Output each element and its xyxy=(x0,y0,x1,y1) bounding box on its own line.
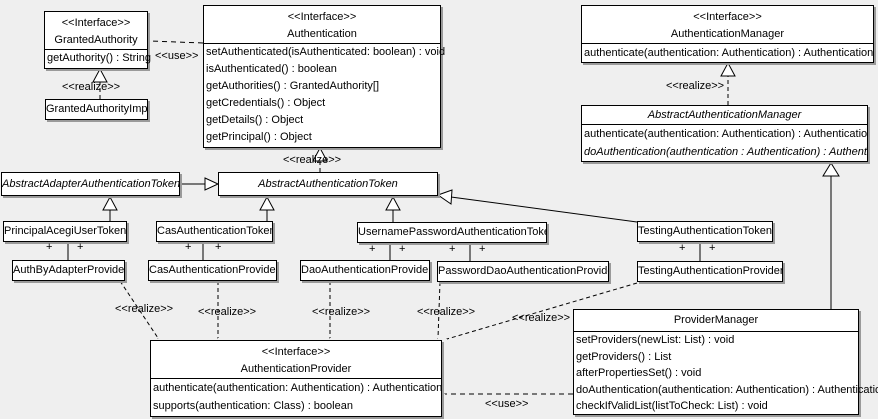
realize-testingprovider-to-authenticationprovider xyxy=(447,282,638,339)
class-name: CasAuthenticationProvider xyxy=(149,264,277,276)
method-row: setAuthenticated(isAuthenticated: boolea… xyxy=(206,46,446,58)
class-name: UsernamePasswordAuthenticationToken xyxy=(358,226,547,238)
use-authentication-to-grantedauthority xyxy=(150,41,204,44)
class-abstract-authentication-token[interactable]: AbstractAuthenticationToken xyxy=(218,172,438,196)
realize-stereotype-label: <<realize>> xyxy=(62,81,121,93)
class-name: TestingAuthenticationProvider xyxy=(638,265,783,277)
realize-authbyadapterprovider-to-authenticationprovider xyxy=(119,280,158,338)
class-name: AuthenticationProvider xyxy=(240,363,352,375)
class-provider-manager[interactable]: ProviderManager setProviders(newList: Li… xyxy=(573,309,878,415)
association-plus-label: + xyxy=(215,241,222,253)
method-row: getAuthorities() : GrantedAuthority[] xyxy=(206,80,380,92)
association-plus-label: + xyxy=(185,241,192,253)
class-name: CasAuthenticationToken xyxy=(157,225,273,237)
class-name: ProviderManager xyxy=(673,314,759,326)
class-auth-by-adapter-provider[interactable]: AuthByAdapterProvider xyxy=(12,260,125,281)
class-name: AuthenticationManager xyxy=(670,28,785,40)
realize-stereotype-label: <<realize>> xyxy=(417,306,476,318)
method-row: isAuthenticated() : boolean xyxy=(206,63,337,75)
class-name: GrantedAuthority xyxy=(54,34,138,46)
generalization-usernamepasswordtoken-to-abstracttoken xyxy=(385,195,401,222)
class-header: AbstractAuthenticationManager xyxy=(582,106,867,125)
class-cas-authentication-token[interactable]: CasAuthenticationToken xyxy=(156,221,273,242)
association-plus-label: + xyxy=(449,243,456,255)
method-row: authenticate(authentication: Authenticat… xyxy=(584,128,868,140)
generalization-abstractadapter-to-abstracttoken xyxy=(180,177,220,191)
class-authentication-manager[interactable]: <<Interface>> AuthenticationManager auth… xyxy=(581,5,874,63)
class-name: Authentication xyxy=(287,28,357,40)
stereotype-label: <<Interface>> xyxy=(287,11,357,23)
method-row: afterPropertiesSet() : void xyxy=(576,367,702,379)
class-dao-authentication-provider[interactable]: DaoAuthenticationProvider xyxy=(300,260,430,281)
class-password-dao-authentication-provider[interactable]: PasswordDaoAuthenticationProvider xyxy=(437,261,609,282)
class-header: <<Interface>> GrantedAuthority xyxy=(45,12,147,50)
association-plus-label: + xyxy=(479,243,486,255)
method-row: checkIfValidList(listToCheck: List) : vo… xyxy=(576,400,768,412)
realization-grantedauthorityimpl-to-grantedauthority xyxy=(92,67,108,99)
class-authentication[interactable]: <<Interface>> Authentication setAuthenti… xyxy=(203,5,446,148)
generalization-castoken-to-abstracttoken xyxy=(259,195,275,221)
method-row: setProviders(newList: List) : void xyxy=(576,334,735,346)
realization-abstractauthenticationmanager-to-authenticationmanager xyxy=(720,61,736,105)
stereotype-label: <<Interface>> xyxy=(693,11,762,23)
generalization-providermanager-to-abstractauthenticationmanager xyxy=(822,162,840,309)
class-header: <<Interface>> AuthenticationManager xyxy=(582,6,873,44)
realization-abstracttoken-to-authentication xyxy=(312,146,328,172)
class-header: <<Interface>> AuthenticationProvider xyxy=(151,341,441,379)
class-abstract-adapter-authentication-token[interactable]: AbstractAdapterAuthenticationToken xyxy=(1,172,180,196)
realize-stereotype-label: <<realize>> xyxy=(312,306,371,318)
method-row: getDetails() : Object xyxy=(206,114,304,126)
method-row: getPrincipal() : Object xyxy=(206,131,312,143)
realize-stereotype-label: <<realize>> xyxy=(283,154,342,166)
association-plus-label: + xyxy=(77,241,84,253)
class-name: AbstractAuthenticationManager xyxy=(647,109,802,121)
class-name: GrantedAuthorityImpl xyxy=(46,103,148,115)
class-principal-acegi-user-token[interactable]: PrincipalAcegiUserToken xyxy=(3,221,127,242)
class-name: AbstractAdapterAuthenticationToken xyxy=(2,178,180,190)
method-row: authenticate(authentication: Authenticat… xyxy=(584,47,874,59)
class-cas-authentication-provider[interactable]: CasAuthenticationProvider xyxy=(148,260,277,281)
association-plus-label: + xyxy=(46,241,53,253)
class-testing-authentication-provider[interactable]: TestingAuthenticationProvider xyxy=(637,261,783,282)
class-authentication-provider[interactable]: <<Interface>> AuthenticationProvider aut… xyxy=(150,340,442,417)
association-plus-label: + xyxy=(369,243,376,255)
class-header: ProviderManager xyxy=(574,310,858,332)
class-name: TestingAuthenticationToken xyxy=(638,225,772,237)
method-row: getAuthority() : String xyxy=(47,52,151,64)
method-row: supports(authentication: Class) : boolea… xyxy=(153,400,353,412)
realize-stereotype-label: <<realize>> xyxy=(512,312,571,324)
class-abstract-authentication-manager[interactable]: AbstractAuthenticationManager authentica… xyxy=(581,105,868,162)
class-testing-authentication-token[interactable]: TestingAuthenticationToken xyxy=(637,221,773,242)
class-header: <<Interface>> Authentication xyxy=(204,6,440,44)
class-name: PasswordDaoAuthenticationProvider xyxy=(438,265,609,277)
class-granted-authority-impl[interactable]: GrantedAuthorityImpl xyxy=(45,99,148,120)
class-granted-authority[interactable]: <<Interface>> GrantedAuthority getAuthor… xyxy=(44,11,151,69)
realize-stereotype-label: <<realize>> xyxy=(115,303,174,315)
method-row: doAuthentication(authentication: Authent… xyxy=(576,383,878,396)
method-row: getProviders() : List xyxy=(576,350,672,363)
class-name: DaoAuthenticationProvider xyxy=(301,264,430,276)
realize-stereotype-label: <<realize>> xyxy=(666,80,725,92)
stereotype-label: <<Interface>> xyxy=(61,17,131,29)
stereotype-label: <<Interface>> xyxy=(261,346,331,358)
class-name: AbstractAuthenticationToken xyxy=(258,178,398,190)
use-stereotype-label: <<use>> xyxy=(485,398,529,410)
class-username-password-authentication-token[interactable]: UsernamePasswordAuthenticationToken xyxy=(357,222,547,243)
association-lines xyxy=(67,242,701,261)
use-stereotype-label: <<use>> xyxy=(155,50,199,62)
association-plus-label: + xyxy=(399,243,406,255)
realize-passworddaoprovider-to-authenticationprovider xyxy=(438,281,441,338)
method-row: doAuthentication(authentication : Authen… xyxy=(584,146,868,158)
generalization-testingtoken-to-abstracttoken xyxy=(436,189,638,223)
class-name: AuthByAdapterProvider xyxy=(13,264,125,276)
method-row: authenticate(authentication: Authenticat… xyxy=(153,382,443,394)
generalization-principaltoken-to-abstractadapter xyxy=(102,195,118,221)
realize-stereotype-label: <<realize>> xyxy=(198,306,257,318)
class-name: PrincipalAcegiUserToken xyxy=(4,225,127,237)
association-plus-label: + xyxy=(709,242,716,254)
method-row: getCredentials() : Object xyxy=(206,97,326,109)
association-plus-label: + xyxy=(679,242,686,254)
